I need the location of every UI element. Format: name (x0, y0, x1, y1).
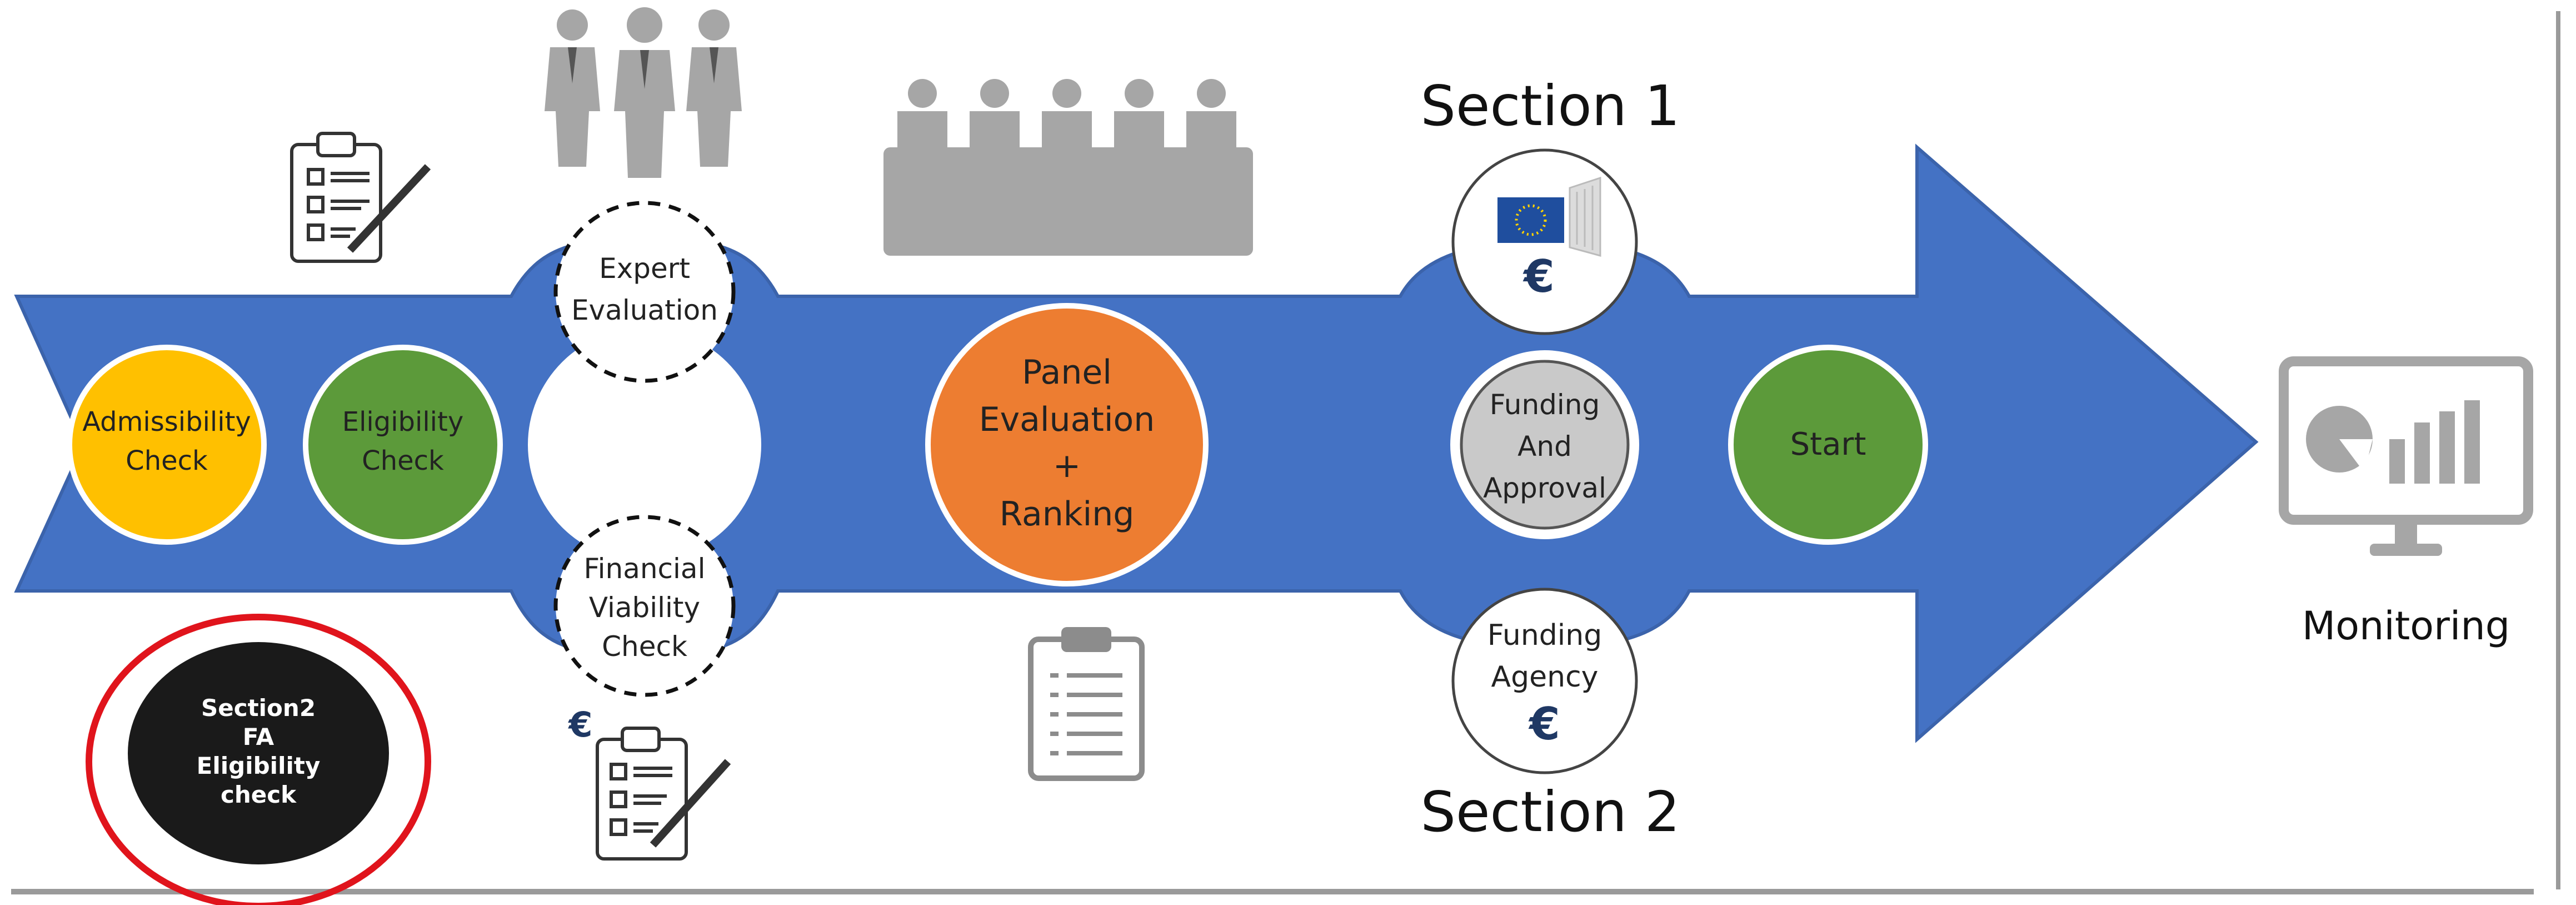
eligibility-line-2: Check (362, 445, 444, 476)
financial-line-3: Check (602, 630, 687, 663)
hub-white-circle (528, 328, 761, 561)
red-highlight-ring (86, 614, 431, 905)
funding-approval-node: Funding And Approval (1450, 350, 1639, 539)
panel-line-1: Panel (1022, 353, 1112, 392)
panel-evaluation-node: Panel Evaluation + Ranking (925, 303, 1209, 586)
funding-agency-node: Funding Agency € (1451, 588, 1638, 774)
financial-viability-node: Financial Viability Check (553, 515, 736, 697)
eu-commission-node: € (1451, 148, 1638, 335)
checklist-icon (290, 132, 431, 263)
euro-symbol-top: € (1522, 251, 1555, 302)
agency-line-2: Agency (1491, 660, 1599, 694)
panel-line-2: Evaluation (979, 400, 1155, 439)
admissibility-line-2: Check (126, 445, 208, 476)
expert-evaluation-node: Expert Evaluation (553, 201, 736, 383)
eligibility-check-node: Eligibility Check (303, 345, 503, 545)
agency-line-1: Funding (1487, 619, 1602, 652)
eu-commission-icon (1497, 176, 1601, 257)
panel-line-4: Ranking (1000, 495, 1135, 534)
section2-fa-line-3: Eligibility (197, 752, 321, 779)
section-1-label: Section 1 (1421, 73, 1680, 138)
experts-icon (545, 7, 742, 178)
expert-line-1: Expert (599, 252, 690, 285)
panel-table-icon (883, 79, 1253, 256)
financial-line-1: Financial (584, 553, 706, 585)
expert-line-2: Evaluation (571, 294, 718, 326)
admissibility-line-1: Admissibility (82, 406, 251, 437)
monitor-dashboard-icon (2279, 356, 2533, 556)
financial-line-2: Viability (589, 591, 700, 624)
section2-fa-line-1: Section2 (201, 694, 316, 722)
euro-symbol-checklist: € (567, 704, 592, 745)
euro-symbol-bottom: € (1528, 698, 1560, 750)
clipboard-icon (1028, 627, 1145, 781)
admissibility-check-node: Admissibility Check (67, 345, 267, 545)
approval-line-3: Approval (1483, 472, 1606, 504)
monitoring-label: Monitoring (2302, 603, 2510, 649)
section2-fa-eligibility-node: Section2 FA Eligibility check (128, 642, 389, 864)
panel-line-3: + (1053, 446, 1081, 485)
start-label: Start (1790, 426, 1866, 463)
section-2-label: Section 2 (1421, 779, 1680, 844)
eligibility-line-1: Eligibility (342, 406, 464, 437)
approval-line-2: And (1517, 430, 1572, 463)
start-node: Start (1728, 345, 1928, 545)
checklist-euro-icon (596, 727, 731, 861)
section2-fa-line-2: FA (243, 723, 274, 750)
approval-line-1: Funding (1490, 389, 1600, 421)
section2-fa-line-4: check (221, 781, 297, 808)
